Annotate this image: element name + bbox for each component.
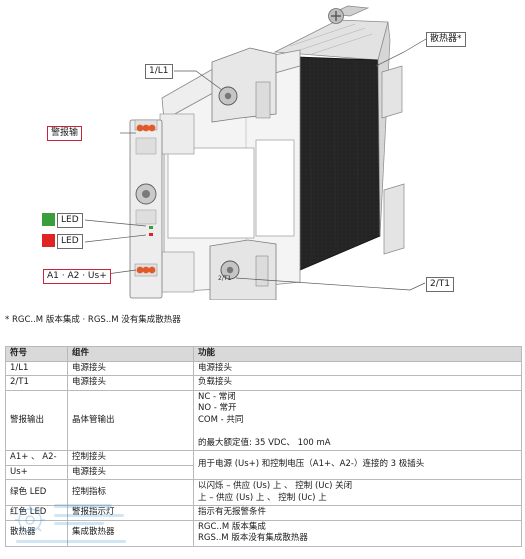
din-rail-clip: [381, 65, 405, 255]
table-row: 红色 LED 警报指示灯 指示有无报警条件: [5, 505, 522, 521]
function-spacer: [198, 426, 517, 438]
cell-function: 电源接头: [193, 360, 522, 376]
cell-function: RGC..M 版本集成 RGS..M 版本没有集成散热器: [193, 519, 522, 547]
table-row: 散热器 集成散热器 RGC..M 版本集成 RGS..M 版本没有集成散热器: [5, 519, 522, 547]
cell-symbol: 绿色 LED: [5, 479, 68, 506]
cell-component: 集成散热器: [67, 519, 194, 547]
function-line: NC - 常闭: [198, 391, 236, 402]
red-led: [149, 233, 153, 236]
table-row: Us+ 电源接头: [5, 464, 522, 480]
table-row: 绿色 LED 控制指标 以闪烁 – 供应 (Us) 上 、 控制 (Uc) 关闭…: [5, 479, 522, 506]
header-component: 组件: [67, 346, 194, 362]
table-header-row: 符号 组件 功能: [5, 346, 522, 362]
cell-component: 电源接头: [67, 360, 194, 376]
cell-function: NC - 常闭 NO - 常开 COM - 共同 的最大额定值: 35 VDC、…: [193, 389, 522, 451]
function-line: RGC..M 版本集成: [198, 521, 266, 532]
cell-component: 电源接头: [67, 464, 194, 480]
bottom-terminal-mark: 2/T1: [218, 275, 232, 282]
alarm-terminal-1: [136, 124, 144, 132]
function-line: 以闪烁 – 供应 (Us) 上 、 控制 (Uc) 关闭: [198, 481, 353, 491]
function-line: 电源接头: [198, 362, 233, 373]
control-terminal-3: [148, 266, 156, 274]
cell-function: 负载接头: [193, 375, 522, 391]
cell-function: 用于电源 (Us+) 和控制电压（A1+、A2-）连接的 3 极插头: [193, 450, 522, 480]
terminal-1-l1: [211, 47, 277, 123]
cell-component: 控制接头: [67, 450, 194, 466]
alarm-terminal-2: [142, 124, 150, 132]
heatsink-footnote: * RGC..M 版本集成 · RGS..M 没有集成散热器: [5, 315, 181, 325]
header-function: 功能: [193, 346, 522, 362]
cell-function: 指示有无报警条件: [193, 505, 522, 521]
cell-component: 晶体管输出: [67, 389, 194, 451]
top-mounting-screw: [328, 8, 344, 24]
terminal-2-t1: [209, 239, 277, 300]
callout-red-led: LED: [57, 234, 83, 249]
header-symbol: 符号: [5, 346, 68, 362]
function-line: RGS..M 版本没有集成散热器: [198, 533, 308, 543]
control-terminal-1: [136, 266, 144, 274]
cell-symbol: A1+ 、 A2-: [5, 450, 68, 466]
red-led-swatch: [42, 234, 55, 247]
cell-symbol: 红色 LED: [5, 505, 68, 521]
callout-green-led: LED: [57, 213, 83, 228]
cell-component: 控制指标: [67, 479, 194, 506]
table-row: A1+ 、 A2- 控制接头 用于电源 (Us+) 和控制电压（A1+、A2-）…: [5, 450, 522, 480]
alarm-terminal-3: [148, 124, 156, 132]
callout-2-t1: 2/T1: [426, 277, 454, 292]
table-row: 1/L1 电源接头 电源接头: [5, 360, 522, 376]
cell-symbol: Us+: [5, 464, 68, 480]
cell-symbol: 警报输出: [5, 389, 68, 451]
function-line: 的最大额定值: 35 VDC、 100 mA: [198, 437, 331, 448]
lower-side-block: [159, 251, 195, 293]
function-line: 指示有无报警条件: [198, 507, 267, 517]
green-led-swatch: [42, 213, 55, 226]
function-line: NO - 常开: [198, 403, 237, 413]
function-line: 用于电源 (Us+) 和控制电压（A1+、A2-）连接的 3 极插头: [198, 459, 425, 470]
cell-symbol: 1/L1: [5, 360, 68, 376]
cell-component: 警报指示灯: [67, 505, 194, 521]
function-line: COM - 共同: [198, 414, 244, 425]
front-control-module: [129, 119, 163, 299]
upper-side-block: [159, 113, 195, 155]
component-table: 符号 组件 功能 1/L1 电源接头 电源接头 2/T1 电源接头 负载接头 警…: [5, 346, 522, 547]
callout-heatsink: 散热器*: [426, 32, 466, 47]
function-line: 上 – 供应 (Us) 上 、 控制 (Uc) 上: [198, 492, 327, 503]
cell-symbol: 散热器: [5, 519, 68, 547]
callout-alarm-output: 警报输: [47, 126, 83, 141]
function-line: 负载接头: [198, 377, 233, 387]
leader-lines: [84, 38, 427, 291]
relay-diagram: 2/T1: [84, 5, 427, 300]
green-led: [149, 226, 153, 229]
table-row: 警报输出 晶体管输出 NC - 常闭 NO - 常开 COM - 共同 的最大额…: [5, 389, 522, 451]
control-terminal-2: [142, 266, 150, 274]
table-row: 2/T1 电源接头 负载接头: [5, 375, 522, 391]
cell-function: 以闪烁 – 供应 (Us) 上 、 控制 (Uc) 关闭 上 – 供应 (Us)…: [193, 479, 522, 506]
cell-symbol: 2/T1: [5, 375, 68, 391]
callout-1-l1: 1/L1: [145, 64, 173, 79]
callout-control-terminals: A1 · A2 · Us+: [43, 269, 111, 284]
cell-component: 电源接头: [67, 375, 194, 391]
